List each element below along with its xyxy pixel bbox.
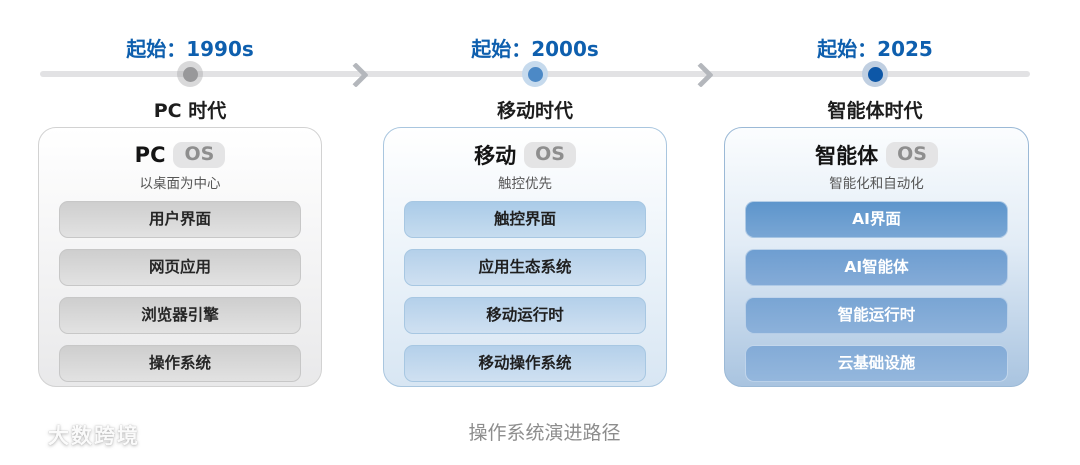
card-mobile-era: 移动 OS 触控优先 触控界面 应用生态系统 移动运行时 移动操作系统 <box>383 127 667 387</box>
timeline-dot-agent <box>862 61 888 87</box>
layer-pill: 云基础设施 <box>745 345 1008 382</box>
layer-stack: 用户界面 网页应用 浏览器引擎 操作系统 <box>39 201 321 382</box>
layer-pill: 触控界面 <box>404 201 646 238</box>
diagram-caption: 操作系统演进路径 <box>468 422 621 444</box>
dot-core <box>867 66 883 82</box>
era-start-label-pc: 起始：1990s <box>126 37 254 61</box>
card-title: 智能体 OS <box>725 140 1028 170</box>
watermark: 大数跨境 <box>10 420 140 450</box>
dot-core <box>527 66 543 82</box>
card-title: 移动 OS <box>384 140 666 170</box>
era-start-label-mobile: 起始：2000s <box>471 37 599 61</box>
timeline-dot-pc <box>177 61 203 87</box>
arrow-right-icon <box>688 62 714 88</box>
layer-pill: 智能运行时 <box>745 297 1008 334</box>
layer-pill: AI界面 <box>745 201 1008 238</box>
card-agent-era: 智能体 OS 智能化和自动化 AI界面 AI智能体 智能运行时 云基础设施 <box>724 127 1029 387</box>
card-subtitle: 智能化和自动化 <box>829 176 924 192</box>
card-subtitle: 以桌面为中心 <box>139 176 221 192</box>
card-subtitle: 触控优先 <box>498 176 552 192</box>
card-title-name: PC <box>134 143 166 167</box>
arrow-right-icon <box>343 62 369 88</box>
card-title: PC OS <box>39 140 321 170</box>
layer-pill: 移动操作系统 <box>404 345 646 382</box>
layer-pill: 移动运行时 <box>404 297 646 334</box>
card-title-name: 智能体 <box>815 144 879 168</box>
layer-pill: 应用生态系统 <box>404 249 646 286</box>
layer-pill: 用户界面 <box>59 201 301 238</box>
layer-pill: 网页应用 <box>59 249 301 286</box>
era-start-label-agent: 起始：2025 <box>817 37 933 61</box>
os-badge: OS <box>173 142 226 168</box>
layer-stack: AI界面 AI智能体 智能运行时 云基础设施 <box>725 201 1028 382</box>
card-title-name: 移动 <box>474 144 517 168</box>
watermark-text: 大数跨境 <box>48 424 140 448</box>
layer-pill: AI智能体 <box>745 249 1008 286</box>
era-name-pc: PC 时代 <box>153 100 227 122</box>
layer-pill: 操作系统 <box>59 345 301 382</box>
os-badge: OS <box>524 142 576 168</box>
layer-stack: 触控界面 应用生态系统 移动运行时 移动操作系统 <box>384 201 666 382</box>
dot-core <box>182 66 198 82</box>
card-pc-era: PC OS 以桌面为中心 用户界面 网页应用 浏览器引擎 操作系统 <box>38 127 322 387</box>
era-name-mobile: 移动时代 <box>496 100 574 122</box>
era-name-agent: 智能体时代 <box>827 100 923 122</box>
timeline-dot-mobile <box>522 61 548 87</box>
os-badge: OS <box>886 142 938 168</box>
watermark-logo-icon <box>11 423 44 446</box>
layer-pill: 浏览器引擎 <box>59 297 301 334</box>
